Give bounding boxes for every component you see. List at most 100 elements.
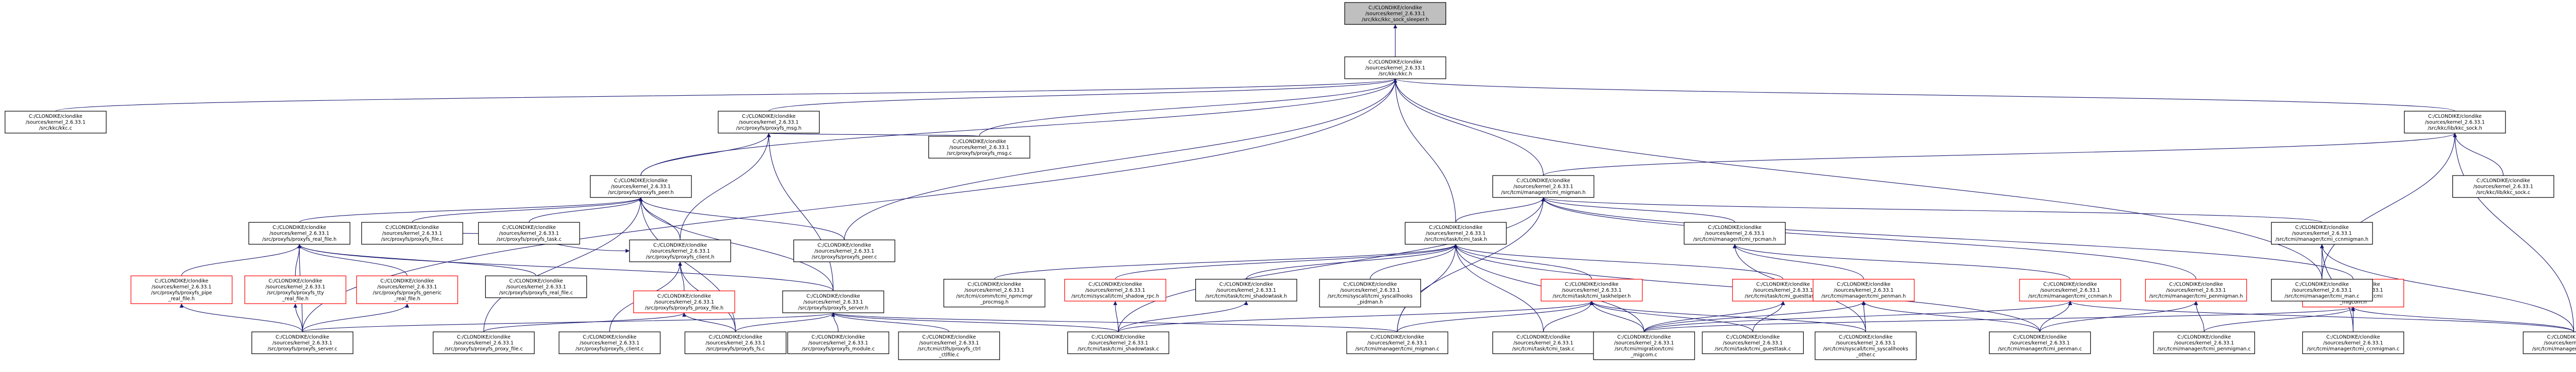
node-label-line: C:/CLONDIKE/clondike [2169, 282, 2223, 288]
node-label-line: /src/proxyfs/proxyfs_msg.c [947, 151, 1012, 156]
node-label-line: /sources/kernel_2.6.33.1 [815, 249, 874, 254]
file-node-proxyfs-tty-real-file-h[interactable]: C:/CLONDIKE/clondike/sources/kernel_2.6.… [244, 275, 347, 304]
include-edge-47 [735, 312, 836, 332]
include-edge-36 [678, 261, 685, 291]
include-edge-61 [1453, 244, 1544, 332]
file-node-proxyfs-peer-h[interactable]: C:/CLONDIKE/clondike/sources/kernel_2.6.… [590, 175, 692, 198]
node-label-line: C:/CLONDIKE/clondike [1091, 334, 1145, 340]
file-node-tcmi-guesttask-c[interactable]: C:/CLONDIKE/clondike/sources/kernel_2.6.… [1702, 331, 1804, 355]
file-node-proxyfs-real-file-h[interactable]: C:/CLONDIKE/clondike/sources/kernel_2.6.… [248, 222, 350, 245]
file-node-proxyfs-client-c[interactable]: C:/CLONDIKE/clondike/sources/kernel_2.6.… [558, 331, 661, 355]
file-node-proxyfs-module-c[interactable]: C:/CLONDIKE/clondike/sources/kernel_2.6.… [787, 331, 889, 355]
file-node-kkc-c[interactable]: C:/CLONDIKE/clondike/sources/kernel_2.6.… [5, 111, 107, 134]
node-box [928, 136, 1030, 158]
node-box [2452, 175, 2554, 198]
node-label-line: C:/CLONDIKE/clondike [653, 242, 707, 248]
node-box [793, 239, 895, 262]
file-node-kkc-sock-c[interactable]: C:/CLONDIKE/clondike/sources/kernel_2.6.… [2452, 175, 2554, 198]
file-node-kkc-h[interactable]: C:/CLONDIKE/clondike/sources/kernel_2.6.… [1344, 56, 1446, 79]
file-node-root[interactable]: C:/CLONDIKE/clondike/sources/kernel_2.6.… [1344, 2, 1446, 25]
file-node-proxyfs-ctrl-file-c[interactable]: C:/CLONDIKE/clondike/sources/kernel_2.6.… [898, 331, 1000, 360]
node-box [251, 331, 353, 355]
node-label-line: C:/CLONDIKE/clondike [1708, 225, 1761, 231]
file-node-proxyfs-server-c[interactable]: C:/CLONDIKE/clondike/sources/kernel_2.6.… [251, 331, 353, 355]
file-node-tcmi-ccnmigman-c[interactable]: C:/CLONDIKE/clondike/sources/kernel_2.6.… [2302, 331, 2404, 355]
file-node-proxyfs-msg-h[interactable]: C:/CLONDIKE/clondike/sources/kernel_2.6.… [718, 111, 820, 134]
node-label-line: /sources/kernel_2.6.33.1 [265, 285, 325, 290]
file-node-tcmi-migman-c[interactable]: C:/CLONDIKE/clondike/sources/kernel_2.6.… [1346, 331, 1448, 355]
file-node-proxyfs-real-file-c[interactable]: C:/CLONDIKE/clondike/sources/kernel_2.6.… [485, 275, 587, 298]
file-node-tcmi-ccnman-h[interactable]: C:/CLONDIKE/clondike/sources/kernel_2.6.… [2019, 279, 2121, 302]
node-box [433, 331, 535, 355]
file-node-proxyfs-fs-c[interactable]: C:/CLONDIKE/clondike/sources/kernel_2.6.… [684, 331, 787, 355]
node-label-line: C:/CLONDIKE/clondike [742, 114, 795, 119]
node-label-line: C:/CLONDIKE/clondike [276, 334, 329, 340]
include-edge-2 [1393, 78, 2455, 112]
node-box [943, 279, 1045, 308]
file-node-tcmi-penman-h[interactable]: C:/CLONDIKE/clondike/sources/kernel_2.6.… [1812, 279, 1915, 302]
file-node-tcmi-penmigman-h[interactable]: C:/CLONDIKE/clondike/sources/kernel_2.6.… [2145, 279, 2247, 302]
node-label-line: C:/CLONDIKE/clondike [1368, 5, 1422, 11]
file-node-tcmi-taskhelper-h[interactable]: C:/CLONDIKE/clondike/sources/kernel_2.6.… [1540, 279, 1643, 302]
node-box [361, 222, 463, 245]
file-node-proxyfs-proxy-file-c[interactable]: C:/CLONDIKE/clondike/sources/kernel_2.6.… [433, 331, 535, 355]
node-label-line: /sources/kernel_2.6.33.1 [2473, 184, 2533, 190]
node-label-line: C:/CLONDIKE/clondike [968, 282, 1021, 288]
file-node-proxyfs-server-h[interactable]: C:/CLONDIKE/clondike/sources/kernel_2.6.… [782, 290, 885, 313]
file-node-kkc-sock-h[interactable]: C:/CLONDIKE/clondike/sources/kernel_2.6.… [2404, 111, 2506, 134]
file-node-proxyfs-client-h[interactable]: C:/CLONDIKE/clondike/sources/kernel_2.6.… [629, 239, 731, 262]
node-box [1404, 222, 1507, 245]
node-box [898, 331, 1000, 360]
file-node-tcmi-task-c[interactable]: C:/CLONDIKE/clondike/sources/kernel_2.6.… [1492, 331, 1595, 355]
include-edge-44 [831, 312, 950, 332]
file-node-proxyfs-task-c[interactable]: C:/CLONDIKE/clondike/sources/kernel_2.6.… [478, 222, 580, 245]
node-label-line: C:/CLONDIKE/clondike [380, 278, 434, 284]
file-node-proxyfs-msg-c[interactable]: C:/CLONDIKE/clondike/sources/kernel_2.6.… [928, 136, 1030, 158]
node-label-line: /sources/kernel_2.6.33.1 [273, 341, 332, 346]
file-node-tcmi-migman-h[interactable]: C:/CLONDIKE/clondike/sources/kernel_2.6.… [1492, 175, 1595, 198]
node-box [633, 290, 735, 313]
include-edge-42 [302, 312, 835, 332]
node-label-line: C:/CLONDIKE/clondike [29, 114, 82, 119]
include-edge-73 [1752, 301, 1785, 332]
file-node-tcmi-ccnmigman-h[interactable]: C:/CLONDIKE/clondike/sources/kernel_2.6.… [2271, 222, 2373, 245]
file-node-tcmi-task-h[interactable]: C:/CLONDIKE/clondike/sources/kernel_2.6.… [1404, 222, 1507, 245]
include-edge-24 [639, 197, 834, 291]
file-node-proxyfs-file-c[interactable]: C:/CLONDIKE/clondike/sources/kernel_2.6.… [361, 222, 463, 245]
file-node-proxyfs-proxy-file-h[interactable]: C:/CLONDIKE/clondike/sources/kernel_2.6.… [633, 290, 735, 313]
file-node-tcmi-penmigman-c[interactable]: C:/CLONDIKE/clondike/sources/kernel_2.6.… [2153, 331, 2255, 355]
include-edge-66 [1113, 301, 1119, 332]
file-node-proxyfs-peer-c[interactable]: C:/CLONDIKE/clondike/sources/kernel_2.6.… [793, 239, 895, 262]
file-node-tcmi-syscallhooks-pidman-h[interactable]: C:/CLONDIKE/clondike/sources/kernel_2.6.… [1319, 279, 1421, 308]
include-edge-62 [1397, 244, 1458, 332]
file-node-tcmi-npmcmgr-h[interactable]: C:/CLONDIKE/clondike/sources/kernel_2.6.… [943, 279, 1045, 308]
file-node-tcmi-shadowtask-h[interactable]: C:/CLONDIKE/clondike/sources/kernel_2.6.… [1195, 279, 1297, 302]
include-edge-20 [412, 197, 643, 223]
file-node-proxyfs-pipe-real-file-h[interactable]: C:/CLONDIKE/clondike/sources/kernel_2.6.… [130, 275, 233, 304]
node-label-line: C:/CLONDIKE/clondike [1617, 334, 1671, 340]
node-label-line: /src/proxyfs/proxyfs_tty [267, 290, 324, 296]
include-edge-46 [831, 312, 1398, 332]
node-label-line: C:/CLONDIKE/clondike [2477, 178, 2530, 184]
include-edge-45 [831, 312, 1119, 332]
file-node-tcmi-man-c[interactable]: C:/CLONDIKE/clondike/sources/kernel_2.6.… [2271, 279, 2373, 302]
node-label-line: /src/kkc/kkc.c [39, 126, 72, 131]
node-label-line: /sources/kernel_2.6.33.1 [454, 341, 514, 346]
node-label-line: /src/tcmi/manager/tcmi_ccnman.h [2028, 294, 2112, 299]
file-node-tcmi-shadow-rpc-h[interactable]: C:/CLONDIKE/clondike/sources/kernel_2.6.… [1064, 279, 1166, 302]
file-node-tcmi-migcom-c[interactable]: C:/CLONDIKE/clondike/sources/kernel_2.6.… [1593, 331, 1695, 360]
file-node-proxyfs-generic-real-file-h[interactable]: C:/CLONDIKE/clondike/sources/kernel_2.6.… [356, 275, 459, 304]
file-node-tcmi-syscallhooks-other-c[interactable]: C:/CLONDIKE/clondike/sources/kernel_2.6.… [1815, 331, 1917, 360]
include-edge-12 [1543, 133, 2457, 176]
node-label-line: C:/CLONDIKE/clondike [385, 225, 439, 231]
node-label-line: C:/CLONDIKE/clondike [1517, 334, 1570, 340]
file-node-tcmi-ccnman-c[interactable]: C:/CLONDIKE/clondike/sources/kernel_2.6.… [2522, 331, 2576, 355]
node-box [1319, 279, 1421, 308]
node-label-line: /sources/kernel_2.6.33.1 [803, 299, 863, 305]
include-edge-11 [2453, 133, 2504, 176]
file-node-tcmi-shadowtask-c[interactable]: C:/CLONDIKE/clondike/sources/kernel_2.6.… [1067, 331, 1170, 355]
node-label-line: /sources/kernel_2.6.33.1 [1216, 288, 1276, 293]
include-edge-16 [640, 133, 771, 176]
file-node-tcmi-penman-c[interactable]: C:/CLONDIKE/clondike/sources/kernel_2.6.… [1989, 331, 2091, 355]
file-node-tcmi-rpcman-h[interactable]: C:/CLONDIKE/clondike/sources/kernel_2.6.… [1684, 222, 1786, 245]
